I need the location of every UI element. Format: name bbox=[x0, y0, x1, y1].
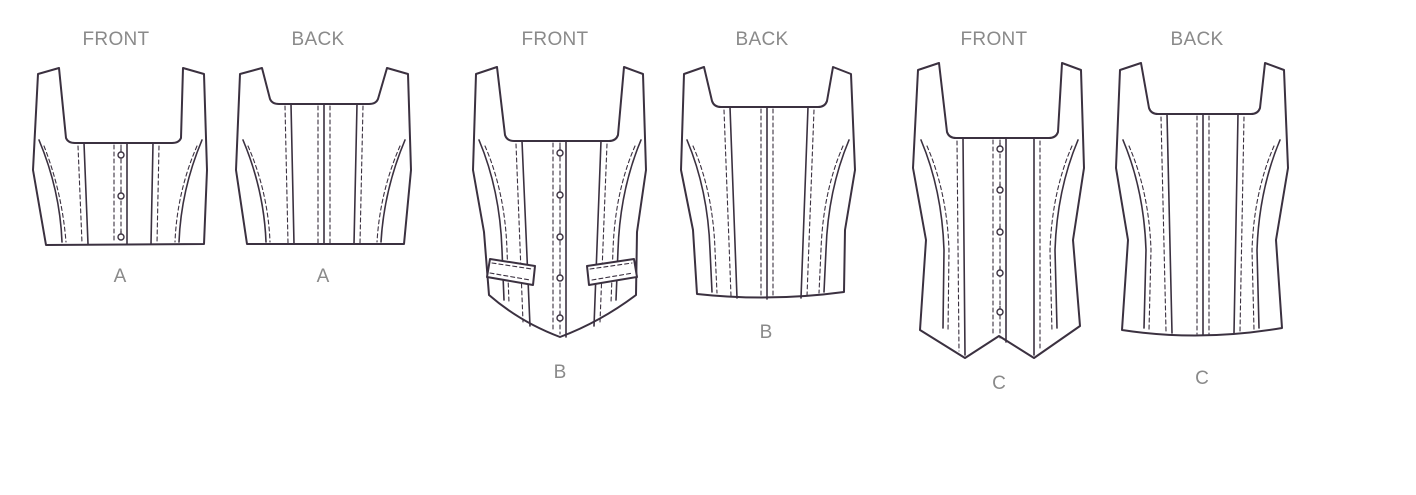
view-c-back: BACK C bbox=[1115, 29, 1289, 389]
view-b-back-letter: B bbox=[760, 322, 773, 343]
view-c-front-letter: C bbox=[992, 373, 1006, 394]
view-c-front-heading: FRONT bbox=[961, 29, 1028, 50]
view-a-front-heading: FRONT bbox=[83, 29, 150, 50]
view-b-front-buttons bbox=[556, 147, 564, 322]
view-b-back: BACK B bbox=[680, 29, 856, 343]
view-b-front-heading: FRONT bbox=[522, 29, 589, 50]
view-a-back-letter: A bbox=[317, 266, 330, 287]
view-a-back: BACK A bbox=[235, 29, 412, 287]
view-c-back-outline bbox=[1115, 62, 1289, 337]
view-b-front-letter: B bbox=[554, 362, 567, 383]
view-c-back-letter: C bbox=[1195, 368, 1209, 389]
view-a-back-heading: BACK bbox=[292, 29, 345, 50]
view-c-front-buttons bbox=[996, 143, 1004, 316]
view-c-back-heading: BACK bbox=[1171, 29, 1224, 50]
view-b-back-heading: BACK bbox=[736, 29, 789, 50]
view-a-front-letter: A bbox=[114, 266, 127, 287]
view-a-front-buttons bbox=[117, 149, 125, 241]
view-a-front: FRONT A bbox=[32, 29, 208, 287]
view-b-back-outline bbox=[680, 66, 856, 299]
view-b-front: FRONT B bbox=[472, 29, 647, 383]
view-c-front-outline bbox=[912, 62, 1085, 359]
view-b-front-tabs bbox=[486, 258, 638, 286]
view-c-front: FRONT C bbox=[912, 29, 1085, 394]
